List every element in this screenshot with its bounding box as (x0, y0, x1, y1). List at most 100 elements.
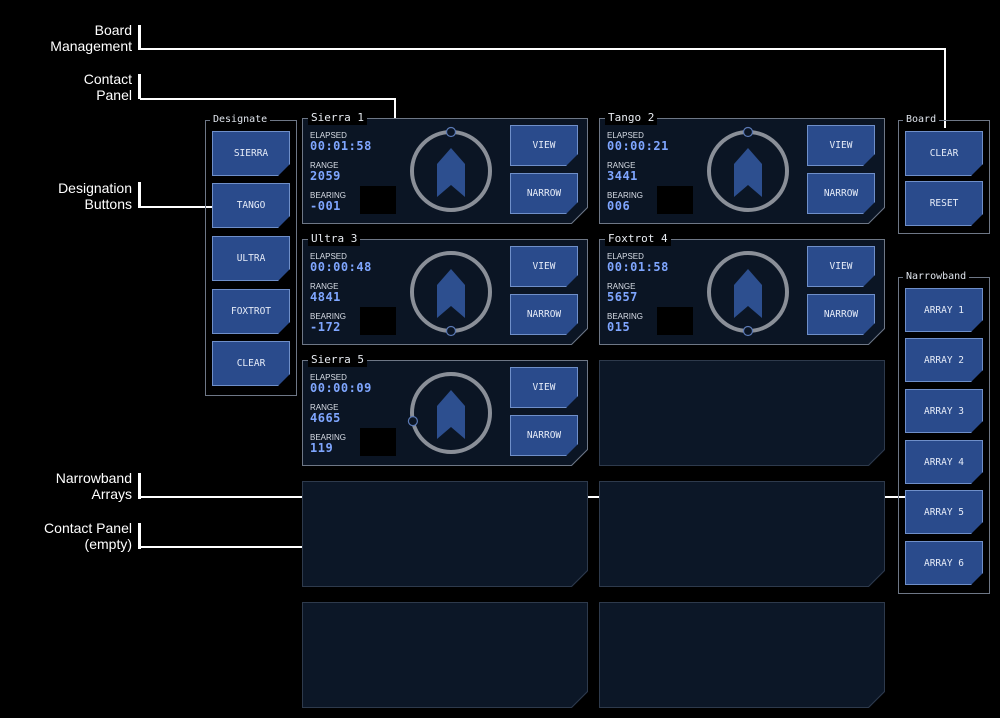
elapsed-label: ELAPSED (607, 252, 644, 261)
empty-contact-panel (599, 360, 885, 466)
narrowband-title: Narrowband (903, 270, 970, 284)
board-clear-button[interactable]: CLEAR (905, 131, 983, 176)
contact-title: Tango 2 (605, 111, 658, 125)
contact-title: Ultra 3 (308, 232, 361, 246)
empty-contact-panel (599, 481, 885, 587)
board-reset-button[interactable]: RESET (905, 181, 983, 226)
contact-panel-3: Ultra 3 ELAPSED 00:00:48 RANGE 4841 BEAR… (302, 232, 588, 345)
heading-dial (410, 251, 492, 337)
elapsed-value: 00:00:48 (310, 260, 372, 274)
array-2-button[interactable]: ARRAY 2 (905, 338, 983, 382)
narrowband-group: Narrowband (898, 270, 990, 594)
callout-line (140, 546, 346, 548)
designate-group: Designate (205, 113, 297, 396)
bearing-value: -001 (310, 199, 341, 213)
array-6-button[interactable]: ARRAY 6 (905, 541, 983, 585)
designate-tango-button[interactable]: TANGO (212, 183, 290, 228)
range-value: 4665 (310, 411, 341, 425)
empty-panel-body (302, 602, 588, 708)
bearing-indicator (360, 307, 396, 335)
callout-line (140, 206, 224, 208)
view-button[interactable]: VIEW (510, 125, 578, 166)
elapsed-label: ELAPSED (310, 373, 347, 382)
callout-contact-panel-empty: Contact Panel (empty) (44, 520, 132, 552)
range-label: RANGE (310, 403, 339, 412)
array-3-button[interactable]: ARRAY 3 (905, 389, 983, 433)
empty-panel-body (599, 360, 885, 466)
narrow-button[interactable]: NARROW (510, 294, 578, 335)
narrow-button[interactable]: NARROW (807, 294, 875, 335)
range-value: 4841 (310, 290, 341, 304)
range-label: RANGE (310, 282, 339, 291)
dial-marker (445, 126, 457, 138)
bearing-indicator (360, 428, 396, 456)
narrow-button[interactable]: NARROW (510, 173, 578, 214)
range-label: RANGE (310, 161, 339, 170)
callout-board-management: Board Management (50, 22, 132, 54)
range-value: 2059 (310, 169, 341, 183)
callout-line (140, 48, 946, 50)
view-button[interactable]: VIEW (510, 246, 578, 287)
dial-marker (407, 415, 419, 427)
range-value: 5657 (607, 290, 638, 304)
callout-line (944, 48, 946, 128)
callout-line (140, 98, 396, 100)
bearing-label: BEARING (310, 312, 347, 321)
empty-contact-panel (302, 481, 588, 587)
contact-panel-5: Sierra 5 ELAPSED 00:00:09 RANGE 4665 BEA… (302, 353, 588, 466)
range-label: RANGE (607, 282, 636, 291)
elapsed-label: ELAPSED (310, 252, 347, 261)
callout-bar (138, 523, 141, 549)
elapsed-value: 00:01:58 (607, 260, 669, 274)
designate-clear-button[interactable]: CLEAR (212, 341, 290, 386)
empty-contact-panel (599, 602, 885, 708)
empty-panel-body (599, 481, 885, 587)
heading-dial (707, 126, 789, 212)
chevron-icon (437, 390, 465, 439)
view-button[interactable]: VIEW (807, 125, 875, 166)
board-group: Board (898, 113, 990, 234)
designate-ultra-button[interactable]: ULTRA (212, 236, 290, 281)
elapsed-label: ELAPSED (607, 131, 644, 140)
contact-title: Foxtrot 4 (605, 232, 671, 246)
view-button[interactable]: VIEW (807, 246, 875, 287)
elapsed-value: 00:01:58 (310, 139, 372, 153)
view-button[interactable]: VIEW (510, 367, 578, 408)
callout-bar (138, 74, 141, 99)
elapsed-value: 00:00:21 (607, 139, 669, 153)
empty-panel-body (599, 602, 885, 708)
empty-contact-panel (302, 602, 588, 708)
narrow-button[interactable]: NARROW (510, 415, 578, 456)
heading-dial (410, 126, 492, 212)
dial-marker (742, 126, 754, 138)
array-4-button[interactable]: ARRAY 4 (905, 440, 983, 484)
chevron-icon (734, 269, 762, 318)
array-5-button[interactable]: ARRAY 5 (905, 490, 983, 534)
range-value: 3441 (607, 169, 638, 183)
bearing-label: BEARING (607, 312, 644, 321)
callout-line (394, 98, 396, 130)
bearing-indicator (657, 307, 693, 335)
bearing-indicator (657, 186, 693, 214)
contact-panel-1: Sierra 1 ELAPSED 00:01:58 RANGE 2059 BEA… (302, 111, 588, 224)
empty-panel-body (302, 481, 588, 587)
dial-ring (410, 372, 492, 454)
range-label: RANGE (607, 161, 636, 170)
chevron-icon (734, 148, 762, 197)
chevron-icon (437, 148, 465, 197)
contact-title: Sierra 5 (308, 353, 367, 367)
callout-designation-buttons: Designation Buttons (58, 180, 132, 212)
contact-panel-4: Foxtrot 4 ELAPSED 00:01:58 RANGE 5657 BE… (599, 232, 885, 345)
designate-foxtrot-button[interactable]: FOXTROT (212, 289, 290, 334)
bearing-label: BEARING (310, 433, 347, 442)
bearing-indicator (360, 186, 396, 214)
array-1-button[interactable]: ARRAY 1 (905, 288, 983, 332)
heading-dial (407, 372, 492, 454)
bearing-value: 015 (607, 320, 631, 334)
callout-bar (138, 182, 141, 208)
bearing-value: 006 (607, 199, 631, 213)
elapsed-value: 00:00:09 (310, 381, 372, 395)
designate-sierra-button[interactable]: SIERRA (212, 131, 290, 176)
chevron-icon (437, 269, 465, 318)
narrow-button[interactable]: NARROW (807, 173, 875, 214)
